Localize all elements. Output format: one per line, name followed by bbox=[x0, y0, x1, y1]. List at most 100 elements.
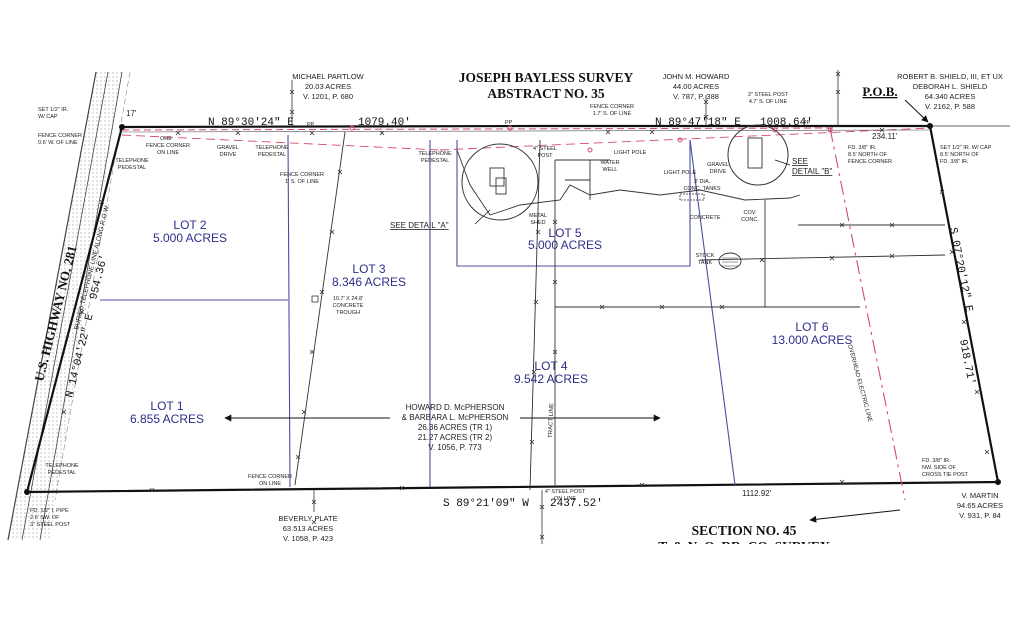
svg-text:PEDESTAL: PEDESTAL bbox=[48, 470, 76, 476]
note-see-detail-a: SEE DETAIL "A" bbox=[390, 221, 449, 230]
north-fence bbox=[121, 129, 931, 133]
svg-text:0.6' W. OF LINE: 0.6' W. OF LINE bbox=[38, 140, 78, 146]
svg-text:3" STEEL POST: 3" STEEL POST bbox=[30, 522, 71, 528]
svg-text:CONC. TANKS: CONC. TANKS bbox=[683, 186, 720, 192]
note-overhead-line: OVERHEAD ELECTRIC LINE bbox=[846, 344, 873, 423]
monuments bbox=[24, 123, 1001, 495]
svg-text:64.340 ACRES: 64.340 ACRES bbox=[925, 92, 975, 101]
owner-plate: BEVERLY PLATE 63.513 ACRES V. 1058, P. 4… bbox=[278, 514, 337, 543]
pp-label-1: PP bbox=[307, 122, 315, 128]
note-gravel-drive-1: GRAVEL DRIVE bbox=[217, 145, 239, 158]
svg-text:ON LINE: ON LINE bbox=[157, 150, 179, 156]
svg-text:TROUGH: TROUGH bbox=[336, 310, 360, 316]
dist-17: 17' bbox=[126, 109, 137, 118]
svg-text:TANK: TANK bbox=[698, 260, 713, 266]
bearing-east: S 07°20'12" E bbox=[946, 226, 974, 313]
svg-text:ON LINE: ON LINE bbox=[554, 496, 576, 502]
section-title-1: SECTION NO. 45 bbox=[692, 523, 797, 538]
note-water-well: WATER WELL bbox=[600, 160, 619, 173]
note-fence-17s: FENCE CORNER 1.7' S. OF LINE bbox=[590, 104, 634, 117]
svg-text:NW. SIDE OF: NW. SIDE OF bbox=[922, 465, 957, 471]
svg-text:DETAIL "B": DETAIL "B" bbox=[792, 167, 833, 176]
house-a bbox=[489, 167, 505, 187]
note-fd-38-north: FD. 3/8" IR. 8.5' NORTH OF FENCE CORNER bbox=[848, 145, 892, 165]
lot-1-name: LOT 1 bbox=[150, 399, 183, 413]
pob-label: P.O.B. bbox=[862, 84, 897, 99]
svg-text:& BARBARA L. McPHERSON: & BARBARA L. McPHERSON bbox=[402, 413, 509, 422]
svg-text:FD. 1/2" I. PIPE: FD. 1/2" I. PIPE bbox=[30, 508, 69, 514]
svg-text:3' DIA.: 3' DIA. bbox=[694, 179, 711, 185]
svg-text:GRAVEL: GRAVEL bbox=[217, 145, 239, 151]
svg-text:GRAVEL: GRAVEL bbox=[707, 162, 729, 168]
svg-text:FENCE CORNER: FENCE CORNER bbox=[590, 104, 634, 110]
note-telephone-ped-4: TELEPHONE PEDESTAL bbox=[45, 463, 79, 476]
lot-6-name: LOT 6 bbox=[795, 320, 828, 334]
svg-text:DRIVE: DRIVE bbox=[220, 152, 237, 158]
note-fd-38-cross: FD. 3/8" IR. NW. SIDE OF CROSS TIE POST bbox=[922, 458, 969, 478]
svg-text:FENCE CORNER: FENCE CORNER bbox=[248, 474, 292, 480]
house-a-2 bbox=[495, 177, 507, 195]
svg-text:V. 1056, P. 773: V. 1056, P. 773 bbox=[428, 443, 482, 452]
ohe-label: OHE bbox=[160, 136, 172, 142]
lot-1-acres: 6.855 ACRES bbox=[130, 412, 204, 426]
svg-text:FD. 3/8" IR.: FD. 3/8" IR. bbox=[848, 145, 877, 151]
detail-a-circle bbox=[461, 143, 539, 221]
svg-text:4" STEEL: 4" STEEL bbox=[533, 146, 557, 152]
note-steel-post-bottom: 4" STEEL POST ON LINE bbox=[545, 489, 586, 502]
note-fence-1s: FENCE CORNER 1' S. OF LINE bbox=[280, 172, 324, 185]
svg-text:W/ CAP: W/ CAP bbox=[38, 114, 58, 120]
pp-label-3: PP bbox=[803, 120, 811, 126]
note-telephone-ped-3: TELEPHONE PEDESTAL bbox=[418, 151, 452, 164]
svg-text:V. MARTIN: V. MARTIN bbox=[961, 491, 998, 500]
svg-text:MICHAEL PARTLOW: MICHAEL PARTLOW bbox=[292, 72, 364, 81]
svg-text:PEDESTAL: PEDESTAL bbox=[118, 165, 146, 171]
arrow-pob bbox=[904, 99, 929, 123]
bearing-north-east: N 89°47'18" E bbox=[655, 117, 741, 129]
svg-text:PEDESTAL: PEDESTAL bbox=[258, 152, 286, 158]
lot-6-acres: 13.000 ACRES bbox=[772, 333, 853, 347]
svg-text:44.00 ACRES: 44.00 ACRES bbox=[673, 82, 719, 91]
note-metal-shed: METAL SHED bbox=[529, 213, 547, 226]
fence-lines bbox=[294, 131, 946, 491]
note-set-cap: SET 1/2" IR. W/ CAP bbox=[38, 107, 69, 120]
overhead-line-north bbox=[121, 127, 836, 131]
note-steel-post-3: 3" STEEL POST 4.7' S. OF LINE bbox=[748, 92, 789, 105]
bearing-south: S 89°21'09" W bbox=[443, 498, 529, 510]
dist-south-sub: 1112.92' bbox=[742, 489, 772, 498]
lot-3-name: LOT 3 bbox=[352, 262, 385, 276]
lot-4-acres: 9.542 ACRES bbox=[514, 372, 588, 386]
note-fence-corner-west: FENCE CORNER 0.6' W. OF LINE bbox=[38, 133, 82, 146]
note-concrete: CONCRETE bbox=[690, 215, 721, 221]
tanks bbox=[679, 193, 705, 201]
svg-text:POST: POST bbox=[538, 153, 554, 159]
pp-label-2: PP bbox=[505, 120, 513, 126]
house-b bbox=[747, 137, 763, 169]
svg-text:20.03 ACRES: 20.03 ACRES bbox=[305, 82, 351, 91]
dist-short: 234.11' bbox=[872, 132, 898, 141]
note-conc-tanks: 3' DIA. CONC. TANKS bbox=[683, 179, 720, 192]
svg-text:CROSS TIE POST: CROSS TIE POST bbox=[922, 472, 969, 478]
lot-3-acres: 8.346 ACRES bbox=[332, 275, 406, 289]
highway-edge-3 bbox=[39, 71, 123, 541]
svg-text:CONCRETE: CONCRETE bbox=[333, 303, 364, 309]
svg-text:4" STEEL POST: 4" STEEL POST bbox=[545, 489, 586, 495]
svg-text:LIGHT POLE: LIGHT POLE bbox=[664, 170, 697, 176]
note-light-pole-gravel: LIGHT POLE GRAVEL DRIVE bbox=[664, 162, 729, 176]
svg-text:SEE: SEE bbox=[792, 157, 808, 166]
pp-markers bbox=[349, 125, 833, 153]
owner-partlow: MICHAEL PARTLOW 20.03 ACRES V. 1201, P. … bbox=[292, 72, 364, 101]
svg-text:FENCE CORNER: FENCE CORNER bbox=[280, 172, 324, 178]
svg-text:8.5' NORTH OF: 8.5' NORTH OF bbox=[940, 152, 979, 158]
svg-text:CONC.: CONC. bbox=[741, 217, 759, 223]
property-boundary bbox=[25, 124, 1000, 494]
owner-howard: JOHN M. HOWARD 44.00 ACRES V. 787, P. 38… bbox=[663, 72, 730, 101]
svg-text:8.5' NORTH OF: 8.5' NORTH OF bbox=[848, 152, 887, 158]
svg-text:FD. 3/8" IR.: FD. 3/8" IR. bbox=[922, 458, 951, 464]
svg-text:94.65 ACRES: 94.65 ACRES bbox=[957, 501, 1003, 510]
svg-text:V. 1201, P. 680: V. 1201, P. 680 bbox=[303, 92, 353, 101]
svg-text:JOHN M. HOWARD: JOHN M. HOWARD bbox=[663, 72, 730, 81]
lot-2-name: LOT 2 bbox=[173, 218, 206, 232]
svg-text:DEBORAH L. SHIELD: DEBORAH L. SHIELD bbox=[913, 82, 988, 91]
note-fence-on-line-1: FENCE CORNER ON LINE bbox=[146, 143, 190, 156]
